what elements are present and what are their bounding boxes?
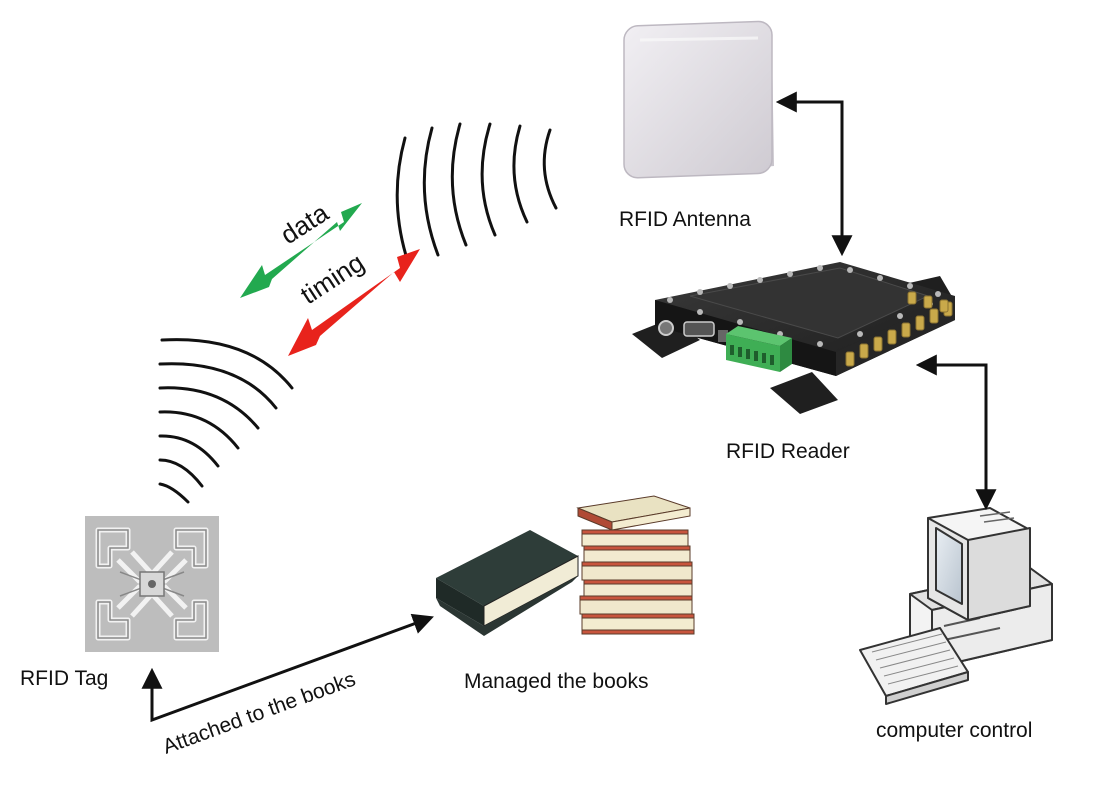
antenna-label: RFID Antenna: [619, 208, 751, 231]
rfid-tag-inlay-icon: [85, 516, 219, 652]
antenna-radio-waves: [395, 122, 558, 264]
tag-to-books-connector: [141, 613, 434, 723]
data-label: data: [275, 197, 334, 250]
book-stack-icon: [436, 495, 695, 636]
dark-book: [436, 530, 579, 636]
tag-radio-waves: [158, 338, 294, 504]
rfid-reader-device-icon: [632, 262, 955, 414]
reader-computer-connector: [915, 354, 997, 511]
books-label: Managed the books: [464, 670, 649, 693]
antenna-panel-icon: [623, 20, 774, 179]
reader-label: RFID Reader: [726, 440, 850, 463]
tag-label: RFID Tag: [20, 667, 109, 690]
computer-label: computer control: [876, 719, 1033, 742]
antenna-reader-connector: [775, 91, 853, 257]
terminal-block: [726, 326, 792, 372]
data-arrow: [240, 203, 362, 298]
desktop-computer-icon: [859, 507, 1053, 705]
timing-arrow: [288, 249, 420, 356]
